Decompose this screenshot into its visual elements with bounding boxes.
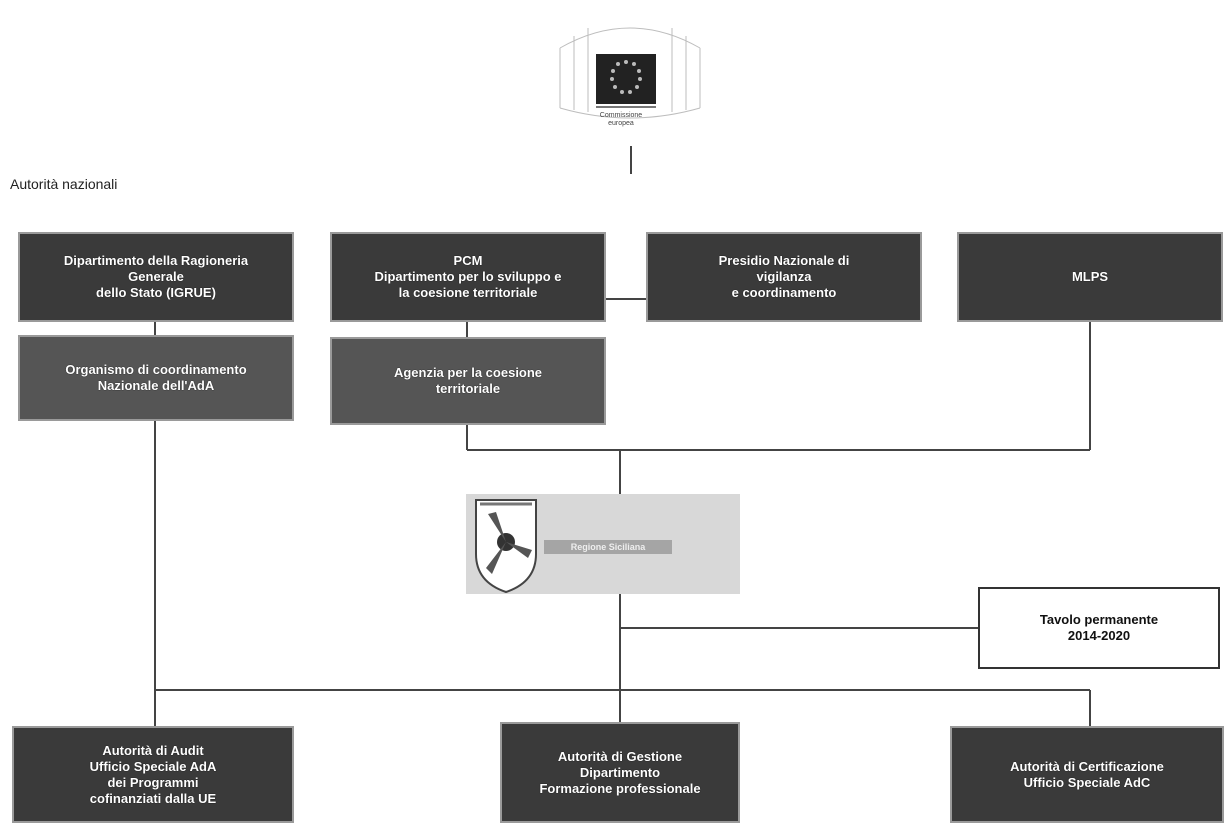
trinacria-icon (475, 499, 537, 594)
section-title: Autorità nazionali (10, 176, 118, 192)
box-autorita-gestione: Autorità di Gestione Dipartimento Formaz… (500, 722, 740, 823)
regione-siciliana-logo: Regione Siciliana (466, 494, 740, 594)
box-mlps: MLPS (957, 232, 1223, 322)
box-pcm: PCM Dipartimento per lo sviluppo e la co… (330, 232, 606, 322)
box-agenzia: Agenzia per la coesione territoriale (330, 337, 606, 425)
box-tavolo-permanente: Tavolo permanente 2014-2020 (978, 587, 1220, 669)
european-commission-logo (559, 27, 701, 119)
box-organismo: Organismo di coordinamento Nazionale del… (18, 335, 294, 421)
box-presidio: Presidio Nazionale di vigilanza e coordi… (646, 232, 922, 322)
european-commission-label: Commissione europea (599, 112, 643, 127)
box-igrue: Dipartimento della Ragioneria Generale d… (18, 232, 294, 322)
box-autorita-certificazione: Autorità di Certificazione Ufficio Speci… (950, 726, 1224, 823)
regione-banner: Regione Siciliana (544, 540, 672, 554)
box-autorita-audit: Autorità di Audit Ufficio Speciale AdA d… (12, 726, 294, 823)
